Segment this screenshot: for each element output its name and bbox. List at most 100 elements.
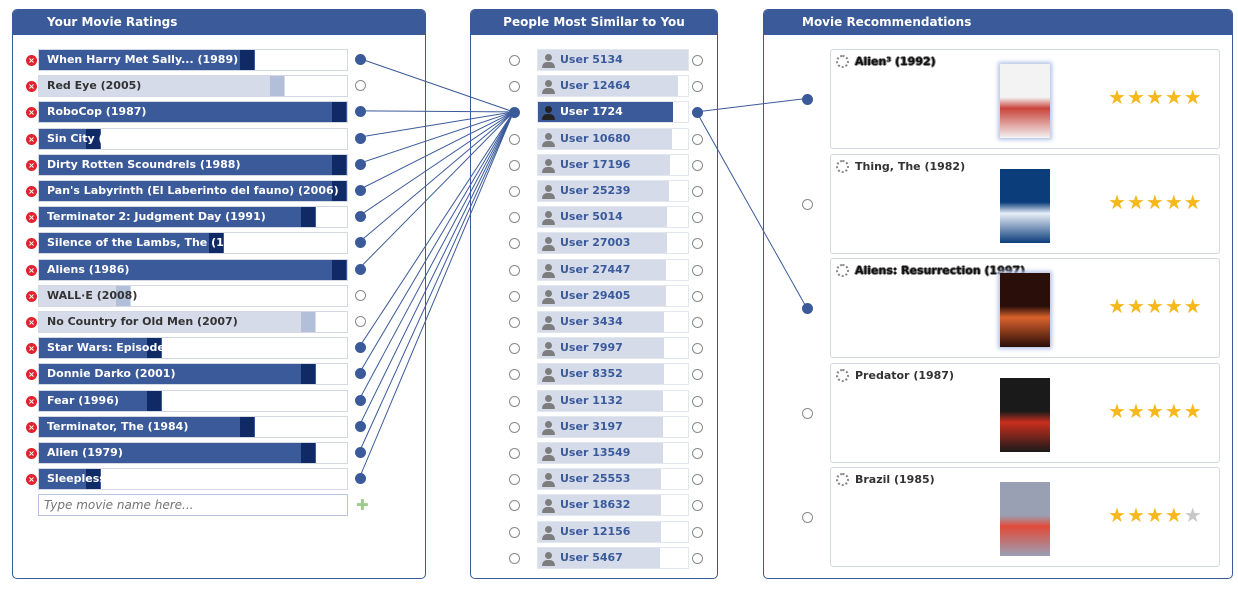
- similar-user-row[interactable]: User 13549: [537, 442, 689, 464]
- remove-icon[interactable]: ×: [26, 264, 37, 276]
- star-icon[interactable]: ★: [1108, 85, 1126, 109]
- star-icon[interactable]: ★: [1108, 294, 1126, 318]
- rating-bar[interactable]: Fear (1996): [38, 389, 348, 412]
- user-link-dot-left[interactable]: [509, 526, 520, 538]
- user-link-dot-left[interactable]: [509, 212, 520, 224]
- movie-search-input[interactable]: [38, 494, 348, 516]
- star-icon[interactable]: ★: [1164, 294, 1183, 318]
- rating-marker[interactable]: [301, 364, 316, 385]
- movie-poster[interactable]: [1000, 482, 1050, 556]
- similar-user-row[interactable]: User 25553: [537, 468, 689, 491]
- star-icon[interactable]: ★: [1183, 398, 1202, 423]
- similar-user-row[interactable]: User 1132: [537, 389, 689, 412]
- recommendation-link-dot[interactable]: [802, 407, 813, 419]
- user-link-dot-right[interactable]: [692, 55, 703, 66]
- star-icon[interactable]: ★: [1126, 503, 1145, 527]
- movie-rating-row[interactable]: ×Dirty Rotten Scoundrels (1988): [23, 153, 366, 176]
- star-icon[interactable]: ★: [1108, 503, 1126, 527]
- movie-rating-row[interactable]: ×WALL·E (2008): [23, 284, 366, 307]
- user-link-dot-right[interactable]: [692, 395, 703, 407]
- star-icon[interactable]: ★: [1145, 85, 1164, 109]
- rating-marker[interactable]: [332, 102, 346, 123]
- star-icon[interactable]: ★: [1108, 398, 1126, 423]
- similar-user-row[interactable]: User 8352: [537, 363, 689, 386]
- rating-marker[interactable]: [208, 233, 223, 254]
- movie-link-dot[interactable]: [355, 316, 366, 327]
- movie-link-dot[interactable]: [355, 132, 366, 144]
- rating-marker[interactable]: [332, 181, 346, 201]
- star-rating[interactable]: ★★★★★: [1108, 296, 1203, 317]
- star-icon[interactable]: ★: [1126, 294, 1145, 318]
- star-icon[interactable]: ★: [1164, 503, 1183, 527]
- recommendation-link-dot[interactable]: [802, 94, 813, 105]
- similar-user-row[interactable]: User 27447: [537, 258, 689, 281]
- similar-user-row[interactable]: User 27003: [537, 232, 689, 255]
- rating-marker[interactable]: [85, 469, 100, 490]
- rating-bar[interactable]: Terminator, The (1984): [38, 415, 348, 438]
- recommendation-link-dot[interactable]: [802, 198, 813, 210]
- rating-bar[interactable]: Pan's Labyrinth (El Laberinto del fauno)…: [38, 180, 348, 202]
- movie-link-dot[interactable]: [355, 263, 366, 275]
- user-link-dot-right[interactable]: [692, 264, 703, 276]
- star-icon[interactable]: ★: [1183, 294, 1202, 318]
- recommendation-card[interactable]: Aliens: Resurrection (1997)★★★★★: [830, 258, 1220, 358]
- user-link-dot-left[interactable]: [509, 290, 520, 302]
- recommendation-link-dot[interactable]: [802, 512, 813, 523]
- similar-user-row[interactable]: User 10680: [537, 127, 689, 150]
- movie-poster[interactable]: [1000, 377, 1050, 452]
- movie-link-dot[interactable]: [355, 54, 366, 65]
- star-icon[interactable]: ★: [1126, 398, 1145, 423]
- movie-rating-row[interactable]: ×No Country for Old Men (2007): [23, 311, 366, 333]
- remove-icon[interactable]: ×: [26, 81, 37, 93]
- similar-user-row[interactable]: User 3434: [537, 311, 689, 333]
- remove-icon[interactable]: ×: [26, 238, 37, 250]
- user-link-dot-left[interactable]: [509, 369, 520, 381]
- star-icon[interactable]: ★: [1126, 85, 1145, 109]
- rating-bar[interactable]: When Harry Met Sally... (1989): [38, 49, 348, 71]
- remove-icon[interactable]: ×: [26, 133, 37, 145]
- rating-bar[interactable]: RoboCop (1987): [38, 101, 348, 124]
- star-rating[interactable]: ★★★★★: [1108, 401, 1203, 422]
- movie-rating-row[interactable]: ×Sin City (2005): [23, 127, 366, 150]
- rating-marker[interactable]: [239, 416, 254, 437]
- user-link-dot-right[interactable]: [692, 317, 703, 328]
- rating-bar[interactable]: Donnie Darko (2001): [38, 363, 348, 386]
- remove-icon[interactable]: ×: [26, 395, 37, 407]
- movie-rating-row[interactable]: ×Fear (1996): [23, 389, 366, 412]
- rating-bar[interactable]: Star Wars: Episode IV - A New Hope (a.k.…: [38, 337, 348, 360]
- remove-icon[interactable]: ×: [26, 343, 37, 355]
- user-link-dot-left[interactable]: [509, 238, 520, 250]
- user-link-dot-left[interactable]: [509, 55, 520, 66]
- star-icon[interactable]: ★: [1183, 503, 1202, 527]
- remove-icon[interactable]: ×: [26, 107, 37, 119]
- similar-user-row[interactable]: User 5014: [537, 206, 689, 229]
- user-link-dot-right[interactable]: [692, 421, 703, 433]
- user-link-dot-left[interactable]: [509, 186, 520, 197]
- rating-marker[interactable]: [332, 154, 346, 175]
- user-link-dot-left[interactable]: [509, 133, 520, 145]
- user-link-dot-right[interactable]: [692, 343, 703, 355]
- star-icon[interactable]: ★: [1164, 189, 1183, 214]
- star-icon[interactable]: ★: [1183, 85, 1202, 109]
- movie-link-dot[interactable]: [355, 342, 366, 354]
- similar-user-row[interactable]: User 29405: [537, 284, 689, 307]
- rating-bar[interactable]: Red Eye (2005): [38, 75, 348, 98]
- remove-icon[interactable]: ×: [26, 448, 37, 459]
- movie-rating-row[interactable]: ×Terminator, The (1984): [23, 415, 366, 438]
- remove-icon[interactable]: ×: [26, 421, 37, 433]
- user-link-dot-left[interactable]: [509, 474, 520, 486]
- remove-icon[interactable]: ×: [26, 290, 37, 302]
- similar-user-row[interactable]: User 25239: [537, 180, 689, 202]
- star-icon[interactable]: ★: [1145, 189, 1164, 214]
- movie-poster[interactable]: [1000, 64, 1050, 138]
- user-link-dot-right[interactable]: [692, 238, 703, 250]
- rating-bar[interactable]: WALL·E (2008): [38, 284, 348, 307]
- recommendation-card[interactable]: Alien³ (1992)★★★★★: [830, 49, 1220, 149]
- movie-rating-row[interactable]: ×Aliens (1986): [23, 258, 366, 281]
- user-link-dot-right[interactable]: [692, 81, 703, 93]
- star-icon[interactable]: ★: [1183, 189, 1202, 214]
- rating-bar[interactable]: Alien (1979): [38, 442, 348, 464]
- recommendation-card[interactable]: Thing, The (1982)★★★★★: [830, 153, 1220, 254]
- user-link-dot-right[interactable]: [692, 448, 703, 459]
- rating-marker[interactable]: [301, 312, 316, 332]
